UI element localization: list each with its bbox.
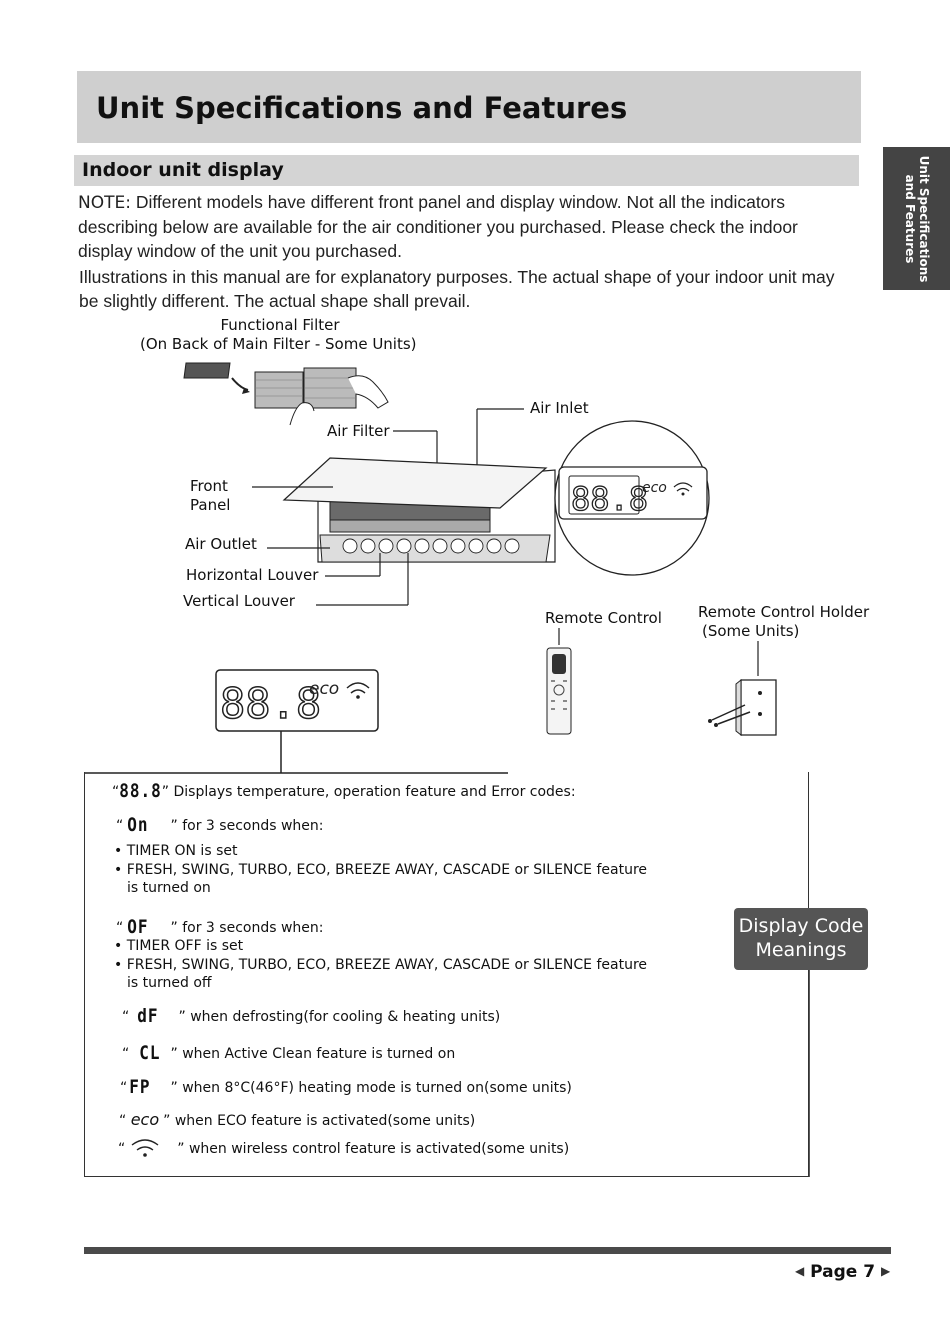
- section-title: Indoor unit display: [82, 159, 284, 181]
- timer-on-bullet: • TIMER ON is set: [114, 843, 238, 859]
- code-row-cl: “CL” when Active Clean feature is turned…: [122, 1041, 456, 1064]
- page-header: Unit Specifications and Features: [77, 71, 861, 143]
- illustration-paragraph: Illustrations in this manual are for exp…: [79, 267, 835, 311]
- page-navigation: ◀ Page 7 ▶: [795, 1262, 890, 1282]
- page-number: Page 7: [810, 1262, 876, 1282]
- functional-filter-note: (On Back of Main Filter - Some Units): [140, 335, 417, 353]
- eco-icon: eco: [130, 1110, 160, 1129]
- code-df: dF: [137, 1004, 159, 1027]
- feature-off-bullet: • FRESH, SWING, TURBO, ECO, BREEZE AWAY,…: [114, 957, 648, 973]
- display-panel-illustration: 88.8 eco: [84, 669, 508, 774]
- feature-off-bullet-cont: is turned off: [127, 975, 212, 991]
- next-page-icon[interactable]: ▶: [881, 1264, 891, 1278]
- svg-text:eco: eco: [642, 480, 667, 496]
- code-off: OF: [127, 915, 149, 938]
- svg-text:88.8: 88.8: [220, 679, 321, 728]
- air-outlet-label: Air Outlet: [185, 535, 257, 553]
- indoor-unit-body: [282, 457, 556, 563]
- code-on: On: [127, 813, 149, 836]
- code-row-wifi: “” when wireless control feature is acti…: [118, 1141, 570, 1157]
- svg-text:eco: eco: [309, 679, 339, 699]
- previous-page-icon[interactable]: ◀: [795, 1264, 805, 1278]
- remote-holder-illustration: [708, 641, 777, 737]
- horizontal-louver-label: Horizontal Louver: [186, 566, 319, 584]
- code-row-888: “88.8” Displays temperature, operation f…: [112, 779, 576, 802]
- timer-off-bullet: • TIMER OFF is set: [114, 938, 244, 954]
- remote-control-label: Remote Control: [545, 609, 662, 627]
- display-codes-box: [84, 772, 809, 1177]
- vertical-louver-label: Vertical Louver: [183, 592, 295, 610]
- chapter-tab: Unit Specifications and Features: [883, 147, 950, 290]
- note-paragraph: NOTE: Different models have different fr…: [78, 190, 853, 263]
- wifi-icon: [131, 1139, 159, 1157]
- note-text: Different models have different front pa…: [78, 192, 798, 261]
- display-zoom-illustration: 88.8 eco: [554, 420, 710, 576]
- code-row-df: “dF” when defrosting(for cooling & heati…: [122, 1004, 501, 1027]
- svg-text:88.8: 88.8: [571, 480, 648, 518]
- callout-line-1: Display Code: [738, 915, 864, 937]
- remote-control-illustration: [546, 628, 572, 735]
- code-row-eco: “ eco” when ECO feature is activated(som…: [119, 1110, 476, 1130]
- front-panel-label-2: Panel: [190, 496, 231, 514]
- footer-rule: [84, 1247, 891, 1254]
- code-row-off: “OF” for 3 seconds when:: [116, 915, 324, 938]
- feature-on-bullet-cont: is turned on: [127, 880, 211, 896]
- remote-holder-label-2: (Some Units): [702, 622, 800, 640]
- display-code-meanings-callout: Display Code Meanings: [734, 908, 868, 970]
- page-title: Unit Specifications and Features: [96, 91, 628, 125]
- code-row-fp: “FP” when 8°C(46°F) heating mode is turn…: [120, 1075, 572, 1098]
- front-panel-label-1: Front: [190, 477, 228, 495]
- callout-line-2: Meanings: [755, 939, 847, 961]
- code-888: 88.8: [119, 779, 162, 802]
- air-filter-label: Air Filter: [327, 422, 390, 440]
- remote-holder-label-1: Remote Control Holder: [698, 603, 870, 621]
- section-header: Indoor unit display: [74, 155, 859, 186]
- functional-filter-label: Functional Filter: [220, 316, 340, 334]
- air-filter-illustration: [254, 367, 389, 426]
- air-inlet-label: Air Inlet: [530, 399, 589, 417]
- code-cl: CL: [139, 1041, 161, 1064]
- code-row-on: “On” for 3 seconds when:: [116, 813, 324, 836]
- feature-on-bullet: • FRESH, SWING, TURBO, ECO, BREEZE AWAY,…: [114, 862, 648, 878]
- note-label: NOTE:: [78, 193, 131, 213]
- code-fp: FP: [129, 1075, 151, 1098]
- functional-filter-illustration: [183, 362, 250, 394]
